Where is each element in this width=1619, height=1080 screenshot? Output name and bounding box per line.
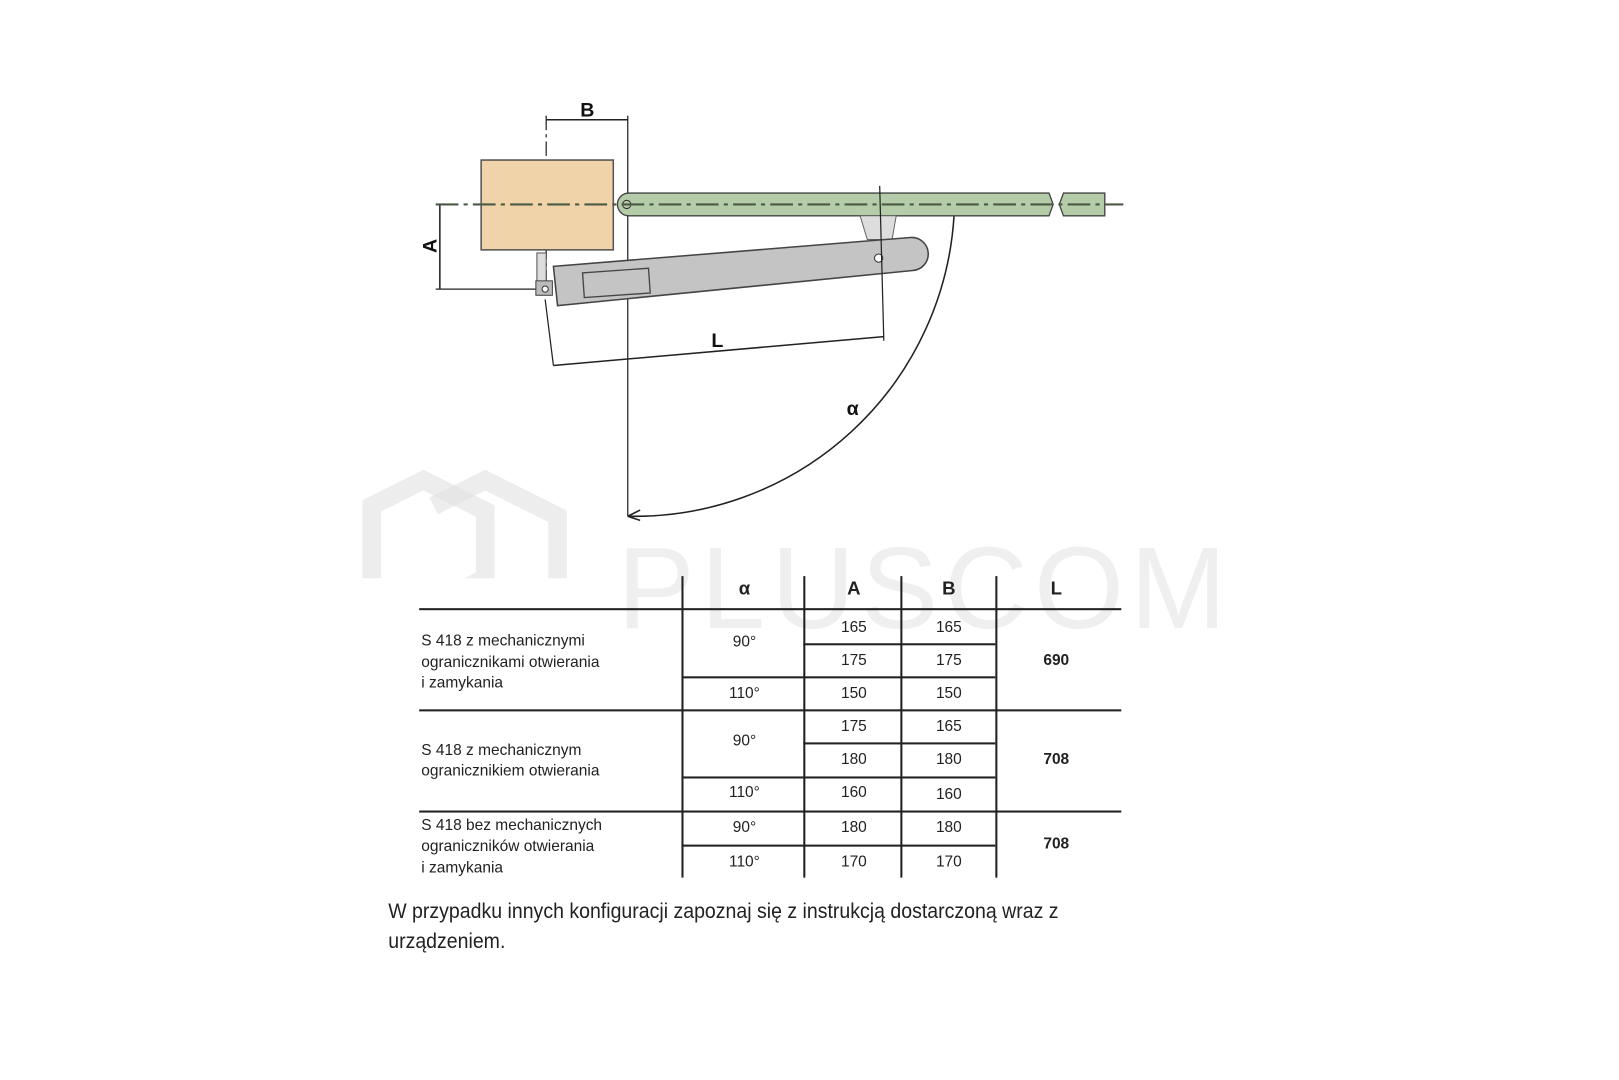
label-b: B bbox=[580, 100, 594, 122]
cell-a: 175 bbox=[840, 651, 867, 670]
watermark: PLUSCOM bbox=[617, 523, 1233, 653]
gate-bracket bbox=[859, 215, 897, 241]
group-name: i zamykania bbox=[421, 859, 504, 877]
cell-a: 170 bbox=[840, 852, 867, 871]
opening-arc bbox=[627, 215, 955, 518]
cell-alpha: 90° bbox=[732, 818, 757, 837]
dimension-l bbox=[553, 335, 884, 367]
group-name: i zamykania bbox=[421, 674, 504, 692]
cell-a: 180 bbox=[840, 750, 867, 769]
group-name: ogranicznikami otwierania bbox=[421, 653, 600, 672]
cell-b: 165 bbox=[935, 618, 962, 637]
installation-diagram: B A L α bbox=[362, 100, 1124, 579]
cell-a: 165 bbox=[840, 618, 867, 637]
cell-a: 160 bbox=[840, 783, 867, 802]
header-l: L bbox=[1050, 578, 1062, 599]
group-name: S 418 z mechanicznym bbox=[421, 741, 582, 759]
cell-b: 150 bbox=[935, 684, 962, 703]
cell-b: 175 bbox=[935, 651, 962, 670]
cell-b: 160 bbox=[935, 785, 962, 804]
cell-b: 180 bbox=[935, 750, 962, 769]
label-a: A bbox=[420, 239, 442, 253]
label-alpha: α bbox=[847, 398, 859, 420]
group-name: S 418 bez mechanicznych bbox=[421, 816, 603, 835]
cell-a: 180 bbox=[840, 818, 867, 837]
group-name: S 418 z mechanicznymi bbox=[421, 631, 585, 650]
cell-alpha: 90° bbox=[732, 632, 757, 651]
cell-alpha: 110° bbox=[728, 684, 760, 703]
header-b: B bbox=[942, 578, 956, 599]
header-alpha: α bbox=[738, 578, 751, 599]
cell-a: 175 bbox=[840, 717, 867, 736]
cell-l: 708 bbox=[1043, 835, 1070, 853]
group-name: ogranicznikiem otwierania bbox=[421, 761, 600, 780]
cell-b: 170 bbox=[935, 852, 962, 871]
cell-l: 690 bbox=[1043, 651, 1070, 670]
cell-alpha: 90° bbox=[732, 732, 757, 750]
cell-a: 150 bbox=[840, 684, 867, 703]
footnote: W przypadku innych konfiguracji zapoznaj… bbox=[388, 899, 1059, 953]
cell-b: 180 bbox=[935, 818, 962, 837]
group-name: ograniczników otwierania bbox=[421, 837, 595, 855]
cell-alpha: 110° bbox=[728, 852, 760, 871]
cell-l: 708 bbox=[1043, 750, 1070, 769]
header-a: A bbox=[847, 578, 861, 599]
cell-b: 165 bbox=[935, 717, 962, 736]
cell-alpha: 110° bbox=[728, 783, 760, 802]
label-l: L bbox=[711, 330, 723, 352]
watermark-logo bbox=[362, 469, 567, 579]
